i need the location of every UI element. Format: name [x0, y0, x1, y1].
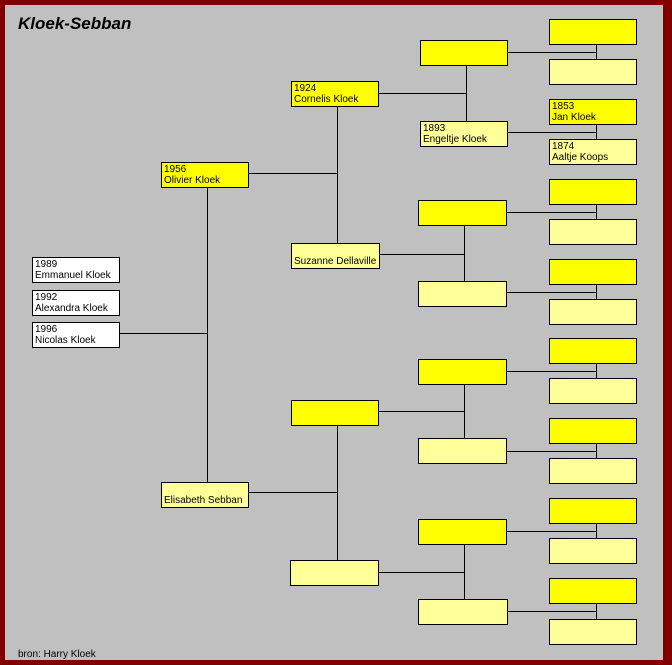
- person-name: Elisabeth Sebban: [164, 495, 243, 506]
- birth-year: 1853: [552, 101, 575, 112]
- person-box-empty[interactable]: [420, 40, 508, 66]
- person-box-empty[interactable]: [549, 538, 637, 564]
- person-name: Aaltje Koops: [552, 152, 609, 163]
- person-name: Suzanne Dellaville: [294, 256, 377, 267]
- person-box-empty[interactable]: [549, 19, 637, 45]
- person-box-empty[interactable]: [418, 599, 508, 625]
- birth-year: 1989: [35, 259, 58, 270]
- person-box-empty[interactable]: [418, 519, 507, 545]
- person-name: Alexandra Kloek: [35, 303, 108, 314]
- person-box-empty[interactable]: [549, 619, 637, 645]
- person-box-empty[interactable]: [291, 400, 379, 426]
- person-box-empty[interactable]: [549, 418, 637, 444]
- chart-title: Kloek-Sebban: [18, 14, 132, 33]
- person-name: Nicolas Kloek: [35, 335, 96, 346]
- birth-year: 1992: [35, 292, 58, 303]
- birth-year: 1924: [294, 83, 317, 94]
- person-box-empty[interactable]: [290, 560, 379, 586]
- person-name: Emmanuel Kloek: [35, 270, 111, 281]
- person-box-empty[interactable]: [549, 259, 637, 285]
- person-box-empty[interactable]: [549, 578, 637, 604]
- person-name: Cornelis Kloek: [294, 94, 359, 105]
- person-box-empty[interactable]: [418, 359, 507, 385]
- person-box-empty[interactable]: [549, 219, 637, 245]
- birth-year: 1893: [423, 123, 446, 134]
- person-box-empty[interactable]: [549, 179, 637, 205]
- person-box-empty[interactable]: [418, 200, 507, 226]
- person-box-empty[interactable]: [418, 438, 507, 464]
- person-box-empty[interactable]: [549, 338, 637, 364]
- birth-year: 1996: [35, 324, 58, 335]
- person-box-empty[interactable]: [549, 299, 637, 325]
- birth-year: 1956: [164, 164, 187, 175]
- person-box-grandmother[interactable]: Suzanne Dellaville: [291, 243, 380, 269]
- source-note: bron: Harry Kloek: [18, 649, 96, 660]
- person-box-empty[interactable]: [549, 498, 637, 524]
- person-name: Engeltje Kloek: [423, 134, 487, 145]
- person-box-empty[interactable]: [549, 458, 637, 484]
- person-box-empty[interactable]: [549, 59, 637, 85]
- person-name: Olivier Kloek: [164, 175, 221, 186]
- person-box-empty[interactable]: [418, 281, 507, 307]
- person-box-mother[interactable]: Elisabeth Sebban: [161, 482, 249, 508]
- birth-year: 1874: [552, 141, 575, 152]
- person-name: Jan Kloek: [552, 112, 596, 123]
- person-box-empty[interactable]: [549, 378, 637, 404]
